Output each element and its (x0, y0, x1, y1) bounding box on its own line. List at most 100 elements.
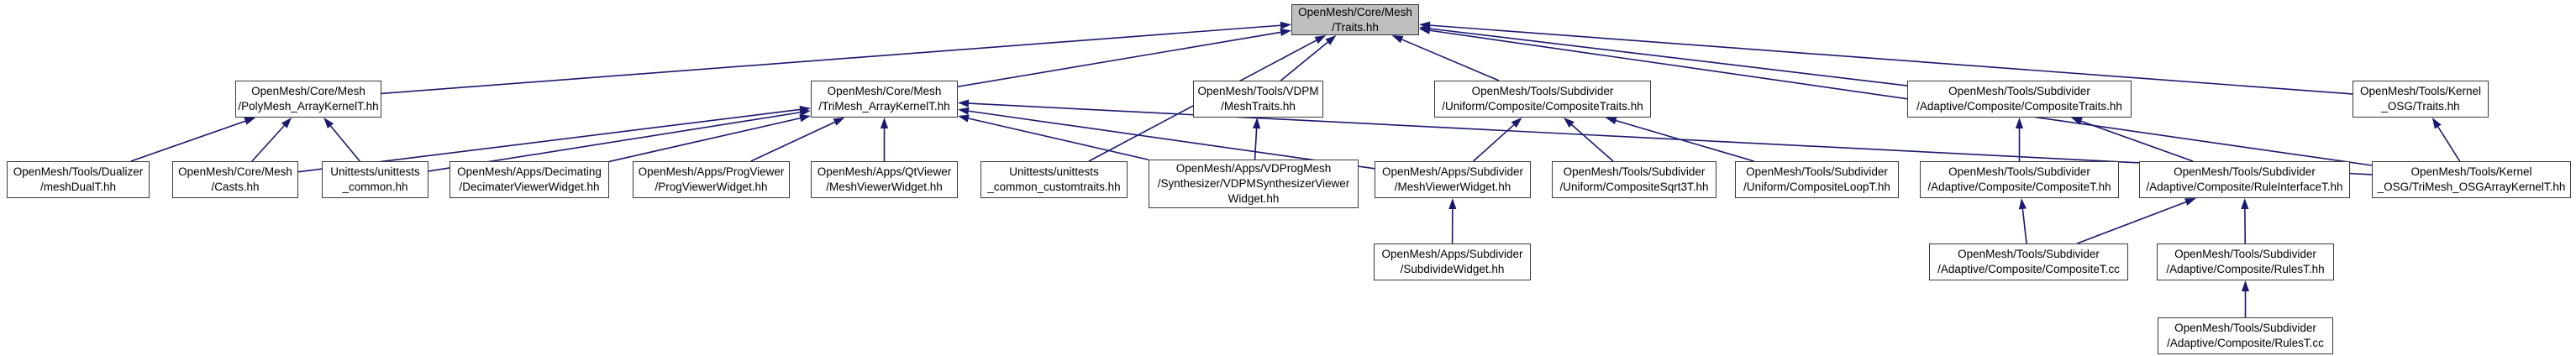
graph-node-label-line: /DecimaterViewerWidget.hh (459, 181, 600, 193)
graph-node-polymesh[interactable]: OpenMesh/Core/Mesh/PolyMesh_ArrayKernelT… (235, 81, 381, 118)
graph-edge-arrowhead (1253, 118, 1261, 129)
graph-node-label-line: OpenMesh/Tools/Subdivider (1471, 85, 1614, 97)
graph-edge-arrowhead (1280, 21, 1291, 29)
graph-edge-arrowhead (281, 118, 292, 128)
graph-edge (968, 118, 1149, 161)
graph-node-label-line: OpenMesh/Apps/VDProgMesh (1175, 162, 1332, 175)
graph-node-comp_loop[interactable]: OpenMesh/Tools/Subdivider/Uniform/Compos… (1735, 161, 1899, 198)
graph-node-label-line: /Adaptive/Composite/CompositeT.hh (1927, 181, 2111, 193)
graph-node-label-line: /MeshTraits.hh (1221, 100, 1296, 113)
graph-node-traits[interactable]: OpenMesh/Core/Mesh/Traits.hh (1291, 4, 1419, 35)
graph-edge (957, 31, 1281, 88)
graph-node-label-line: OpenMesh/Tools/Subdivider (2174, 322, 2316, 334)
graph-node-comp_sqrt3[interactable]: OpenMesh/Tools/Subdivider/Uniform/Compos… (1552, 161, 1716, 198)
graph-node-rule_interface[interactable]: OpenMesh/Tools/Subdivider/Adaptive/Compo… (2139, 161, 2350, 198)
graph-node-vdpm_meshtraits[interactable]: OpenMesh/Tools/VDPM/MeshTraits.hh (1193, 81, 1323, 118)
graph-node-qtviewer_mvw[interactable]: OpenMesh/Apps/QtViewer/MeshViewerWidget.… (811, 161, 958, 198)
graph-node-label-line: /Synthesizer/VDPMSynthesizerViewer (1157, 177, 1350, 190)
graph-edge-arrowhead (1511, 118, 1522, 128)
graph-edge-arrowhead (958, 107, 970, 115)
graph-edge-arrowhead (880, 118, 889, 128)
graph-node-label-line: OpenMesh/Apps/Subdivider (1381, 248, 1523, 260)
graph-edge-arrowhead (1280, 28, 1291, 37)
graph-edge (750, 121, 835, 162)
graph-node-adap_compt_hh[interactable]: OpenMesh/Tools/Subdivider/Adaptive/Compo… (1920, 161, 2119, 198)
graph-node-label-line: _common_customtraits.hh (987, 181, 1121, 193)
graph-edge-arrowhead (2015, 118, 2024, 128)
graph-edge (2076, 201, 2186, 244)
graph-node-subdiv_mvw[interactable]: OpenMesh/Apps/Subdivider/MeshViewerWidge… (1375, 161, 1531, 198)
graph-node-tri_osg[interactable]: OpenMesh/Tools/Kernel _OSG/TriMesh_OSGArr… (2372, 161, 2571, 198)
graph-edge (251, 125, 285, 162)
graph-edge-arrowhead (1314, 35, 1327, 44)
graph-edge-arrowhead (833, 118, 845, 126)
graph-edge-arrowhead (1391, 35, 1404, 44)
graph-node-casts[interactable]: OpenMesh/Core/Mesh/Casts.hh (172, 161, 298, 198)
graph-edge (1254, 128, 1258, 160)
graph-node-unif_comp_traits[interactable]: OpenMesh/Tools/Subdivider/Uniform/Compos… (1434, 81, 1651, 118)
graph-edge (608, 117, 801, 163)
graph-node-label-line: OpenMesh/Tools/Subdivider (1563, 165, 1706, 178)
graph-node-vdpm_synth[interactable]: OpenMesh/Apps/VDProgMesh/Synthesizer/VDP… (1149, 160, 1359, 208)
graph-node-label-line: OpenMesh/Tools/Subdivider (1958, 248, 2100, 260)
graph-node-meshdual[interactable]: OpenMesh/Tools/Dualizer/meshDualT.hh (7, 161, 150, 198)
graph-node-label-line: OpenMesh/Tools/Kernel (2359, 85, 2482, 97)
graph-node-label-line: Unittests/unittests (1009, 165, 1099, 178)
graph-node-label-line: /meshDualT.hh (39, 181, 117, 193)
graph-edge-arrowhead (958, 99, 970, 107)
graph-node-rulest_cc[interactable]: OpenMesh/Tools/Subdivider/Adaptive/Compo… (2158, 317, 2333, 354)
graph-edge-arrowhead (1563, 118, 1575, 128)
graph-node-label-line: OpenMesh/Tools/Subdivider (2174, 165, 2316, 178)
graph-node-label-line: _common.hh (342, 181, 408, 193)
graph-edge-arrowhead (2431, 118, 2442, 129)
graph-edge-arrowhead (323, 118, 334, 128)
graph-node-ut_customtraits[interactable]: Unittests/unittests _common_customtraits.… (980, 161, 1128, 198)
graph-node-label-line: /Uniform/CompositeLoopT.hh (1743, 181, 1890, 193)
graph-node-label-line: OpenMesh/Tools/Kernel (2410, 165, 2532, 178)
graph-node-label-line: /TriMesh_ArrayKernelT.hh (818, 100, 950, 113)
graph-node-osg_traits[interactable]: OpenMesh/Tools/Kernel _OSG/Traits.hh (2353, 81, 2489, 118)
graph-node-label-line: OpenMesh/Tools/Subdivider (2174, 248, 2316, 260)
graph-node-adap_compt_cc[interactable]: OpenMesh/Tools/Subdivider/Adaptive/Compo… (1929, 243, 2128, 280)
graph-node-subdiv_widget[interactable]: OpenMesh/Apps/Subdivider/SubdivideWidget… (1374, 243, 1531, 280)
graph-edge (1401, 39, 1500, 81)
graph-edge-arrowhead (799, 108, 811, 117)
graph-node-trimesh[interactable]: OpenMesh/Core/Mesh/TriMesh_ArrayKernelT.… (811, 81, 958, 118)
graph-edge-arrowhead (2070, 118, 2083, 125)
graph-node-label-line: OpenMesh/Core/Mesh (1298, 5, 1412, 18)
graph-node-label-line: /Uniform/CompositeSqrt3T.hh (1559, 181, 1709, 193)
graph-node-rulest_hh[interactable]: OpenMesh/Tools/Subdivider/Adaptive/Compo… (2157, 243, 2334, 280)
graph-node-label-line: OpenMesh/Tools/VDPM (1197, 85, 1319, 97)
graph-node-progviewer[interactable]: OpenMesh/Apps/ProgViewer/ProgViewerWidge… (633, 161, 790, 198)
graph-edge (968, 110, 1375, 170)
graph-node-label-line: /MeshViewerWidget.hh (1394, 181, 1511, 193)
graph-node-label-line: _OSG/TriMesh_OSGArrayKernelT.hh (2377, 181, 2566, 193)
graph-edge-arrowhead (2018, 198, 2027, 210)
graph-node-label-line: /Adaptive/Composite/RulesT.cc (2167, 337, 2324, 349)
graph-node-label-line: /Adaptive/Composite/RulesT.hh (2166, 263, 2325, 275)
graph-node-ut_common[interactable]: Unittests/unittests_common.hh (322, 161, 428, 198)
graph-node-label-line: OpenMesh/Apps/ProgViewer (638, 165, 785, 178)
graph-edge (1571, 123, 1614, 162)
graph-edge (381, 24, 1281, 95)
graph-node-label-line: OpenMesh/Core/Mesh (251, 85, 365, 97)
graph-edge-arrowhead (1419, 26, 1431, 34)
graph-node-decimater[interactable]: OpenMesh/Apps/Decimating/DecimaterViewer… (449, 161, 609, 198)
graph-node-label-line: _OSG/Traits.hh (2381, 100, 2460, 113)
graph-edge (1616, 119, 1754, 162)
graph-node-label-line: /Traits.hh (1332, 20, 1379, 34)
graph-node-label-line: Widget.hh (1228, 192, 1280, 205)
graph-edge (2080, 120, 2194, 162)
graph-edge (2437, 126, 2461, 162)
graph-node-adap_comp_traits[interactable]: OpenMesh/Tools/Subdivider/Adaptive/Compo… (1907, 81, 2132, 118)
graph-edge-arrowhead (2241, 280, 2250, 291)
graph-node-label-line: OpenMesh/Apps/QtViewer (817, 165, 952, 178)
graph-node-label-line: OpenMesh/Core/Mesh (178, 165, 292, 178)
graph-edge-arrowhead (2184, 198, 2196, 206)
graph-node-label-line: /PolyMesh_ArrayKernelT.hh (238, 100, 379, 113)
graph-node-label-line: OpenMesh/Core/Mesh (827, 85, 942, 97)
graph-edge-arrowhead (1325, 35, 1337, 45)
graph-node-label-line: OpenMesh/Apps/Subdivider (1381, 165, 1524, 178)
